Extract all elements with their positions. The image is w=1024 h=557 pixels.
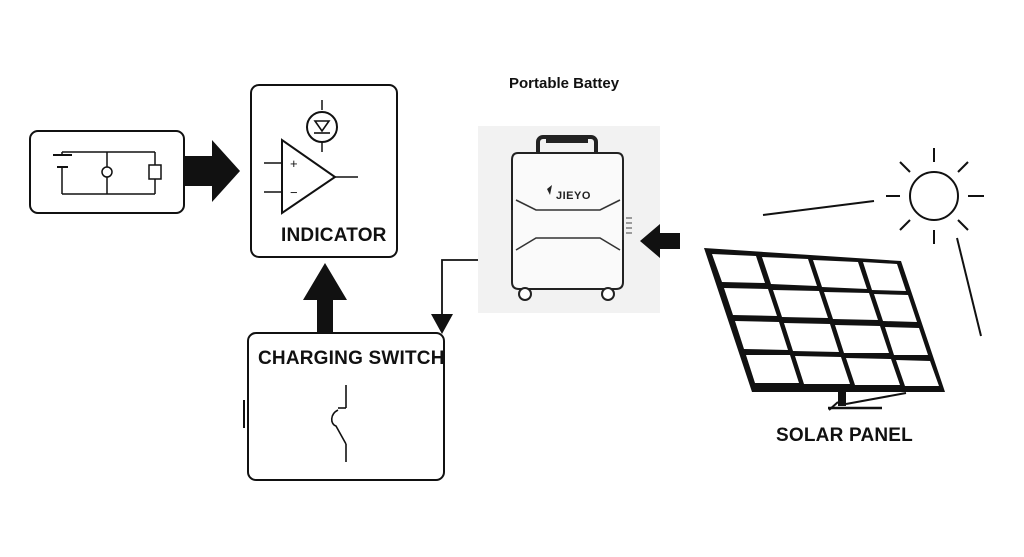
battery-title: Portable Battey	[509, 75, 620, 92]
arrow-solar-to-battery	[640, 224, 680, 258]
solar-panel-icon	[704, 248, 945, 411]
battery-brand-label: JIEYO	[556, 190, 591, 202]
charging-switch-block	[243, 332, 445, 481]
portable-battery-image	[478, 126, 660, 313]
opamp-minus-sign: −	[290, 185, 298, 200]
sun-ray-line	[956, 237, 982, 337]
circuit-block	[29, 130, 185, 214]
arrow-circuit-to-indicator	[185, 140, 240, 202]
charging-switch-label: CHARGING SWITCH	[258, 348, 445, 369]
battery-to-switch-arrowhead	[431, 314, 453, 334]
sun-ray-line	[762, 200, 875, 216]
sun-icon	[886, 148, 984, 244]
solar-panel-label: SOLAR PANEL	[776, 425, 913, 446]
battery-to-switch-line	[441, 259, 478, 316]
opamp-plus-sign: +	[290, 156, 298, 171]
indicator-label: INDICATOR	[281, 225, 387, 246]
arrow-switch-to-indicator	[303, 263, 347, 334]
indicator-block: + −	[250, 84, 398, 258]
